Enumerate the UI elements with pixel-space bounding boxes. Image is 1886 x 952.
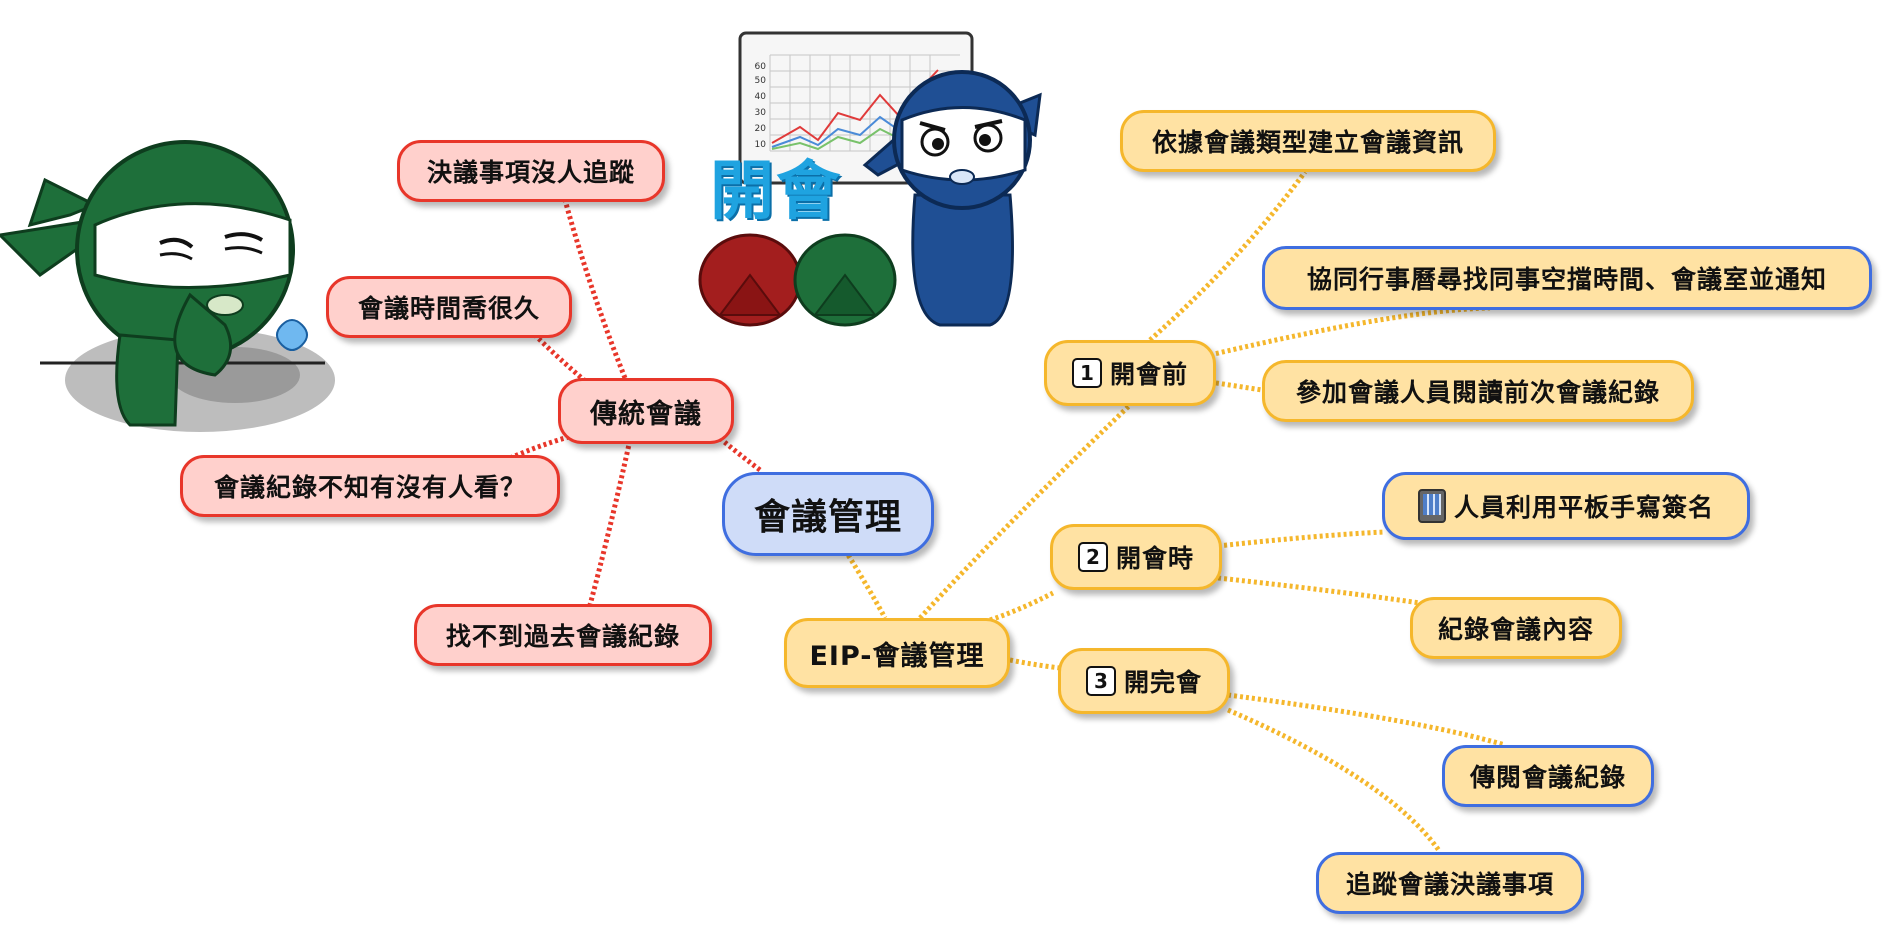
issue-node-minutes-lost[interactable]: 找不到過去會議紀錄	[414, 604, 712, 666]
task-create-meeting-info[interactable]: 依據會議類型建立會議資訊	[1120, 110, 1496, 172]
link-center-eip	[842, 548, 888, 620]
link-trad-1	[562, 199, 628, 379]
phase-label: 開完會	[1123, 668, 1202, 697]
traditional-meeting-node[interactable]: 傳統會議	[558, 378, 734, 444]
task-record-content[interactable]: 紀錄會議內容	[1410, 597, 1622, 659]
center-node[interactable]: 會議管理	[722, 472, 934, 556]
sad-ninja-illustration	[0, 140, 335, 432]
task-label: 參加會議人員閱讀前次會議紀錄	[1295, 378, 1660, 407]
tablet-icon	[1417, 489, 1446, 523]
link-trad-4	[587, 439, 633, 606]
link-eip-p3	[1009, 657, 1061, 671]
chart-tick-30: 30	[755, 108, 767, 118]
eip-meeting-label: EIP-會議管理	[809, 640, 985, 672]
issue-node-minutes-unread[interactable]: 會議紀錄不知有沒有人看？	[180, 455, 560, 517]
phase-label: 開會前	[1109, 360, 1188, 389]
chart-tick-10: 10	[755, 140, 767, 150]
link-center-traditional	[720, 438, 762, 472]
center-node-label: 會議管理	[753, 497, 902, 538]
phase-number-badge: 2	[1077, 542, 1108, 572]
chart-tick-60: 60	[755, 62, 767, 72]
issue-node-scheduling[interactable]: 會議時間喬很久	[326, 276, 572, 338]
meeting-ninja-illustration: 60 50 40 30 20 10	[698, 31, 1042, 327]
task-label: 人員利用平板手寫簽名	[1453, 493, 1714, 522]
issue-label: 會議時間喬很久	[357, 294, 540, 323]
task-tablet-signature[interactable]: 人員利用平板手寫簽名	[1382, 472, 1750, 540]
link-eip-p2	[989, 590, 1055, 623]
task-label: 傳閱會議紀錄	[1469, 763, 1626, 792]
issue-node-no-followup[interactable]: 決議事項沒人追蹤	[397, 140, 665, 202]
chart-tick-50: 50	[755, 76, 767, 86]
phase-number-badge: 3	[1085, 666, 1116, 696]
phase-after-node[interactable]: 3 開完會	[1058, 648, 1230, 714]
task-label: 紀錄會議內容	[1437, 615, 1594, 644]
link-p1-b	[1209, 305, 1491, 358]
phase-before-node[interactable]: 1 開會前	[1044, 340, 1216, 406]
phase-during-node[interactable]: 2 開會時	[1050, 524, 1222, 590]
link-p3-a	[1227, 692, 1506, 748]
task-track-resolutions[interactable]: 追蹤會議決議事項	[1316, 852, 1584, 914]
task-label: 依據會議類型建立會議資訊	[1151, 128, 1464, 157]
link-p3-b	[1227, 707, 1443, 854]
phase-label: 開會時	[1115, 544, 1194, 573]
chart-tick-20: 20	[755, 124, 767, 134]
task-find-free-time[interactable]: 協同行事曆尋找同事空擋時間、會議室並通知	[1262, 246, 1872, 310]
phase-number-badge: 1	[1071, 358, 1102, 388]
chart-tick-40: 40	[755, 92, 767, 102]
eip-meeting-node[interactable]: EIP-會議管理	[784, 618, 1010, 688]
task-label: 協同行事曆尋找同事空擋時間、會議室並通知	[1306, 265, 1827, 294]
issue-label: 找不到過去會議紀錄	[445, 622, 680, 651]
task-read-previous-minutes[interactable]: 參加會議人員閱讀前次會議紀錄	[1262, 360, 1694, 422]
link-p1-c	[1209, 379, 1263, 393]
task-circulate-minutes[interactable]: 傳閱會議紀錄	[1442, 745, 1654, 807]
link-p2-b	[1217, 575, 1421, 606]
issue-label: 會議紀錄不知有沒有人看？	[213, 473, 526, 502]
link-p2-a	[1217, 529, 1385, 549]
meeting-title-graphic: 開會	[710, 155, 842, 229]
traditional-meeting-label: 傳統會議	[590, 398, 702, 430]
issue-label: 決議事項沒人追蹤	[426, 158, 635, 187]
task-label: 追蹤會議決議事項	[1345, 870, 1554, 899]
